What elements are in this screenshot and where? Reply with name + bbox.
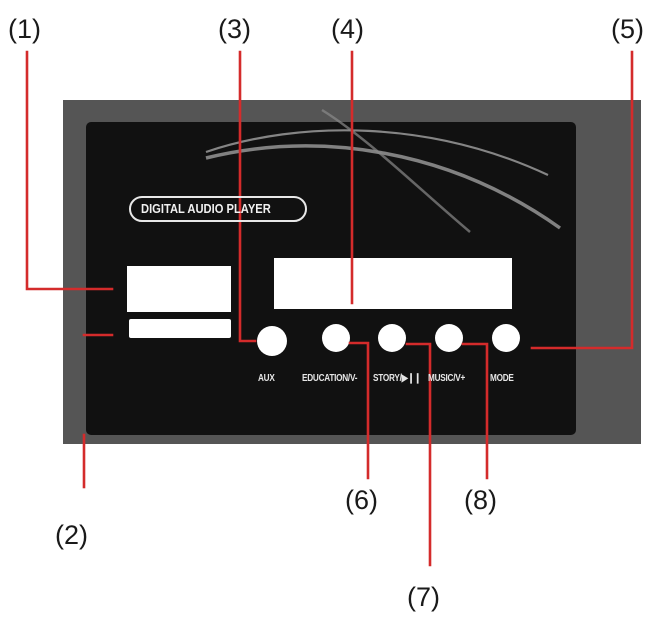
callout-5: (5) (611, 14, 644, 44)
leader-line-6 (348, 341, 370, 480)
leader-line-1 (25, 50, 114, 291)
callout-6: (6) (345, 485, 378, 515)
leader-line-7 (405, 342, 432, 567)
music-button[interactable] (435, 324, 463, 352)
brand-badge (129, 196, 307, 222)
card-slot (127, 266, 231, 312)
aux-button[interactable] (257, 326, 287, 356)
swoosh-decoration-1 (205, 129, 549, 176)
callout-1: (1) (8, 14, 41, 44)
callout-3: (3) (218, 14, 251, 44)
swoosh-decoration-3 (321, 108, 471, 233)
story-button[interactable] (378, 324, 406, 352)
leader-line-3 (238, 50, 257, 343)
mode-button[interactable] (492, 324, 520, 352)
education-button-label: EDUCATION/V- (302, 373, 358, 384)
display-screen (274, 258, 512, 309)
callout-7: (7) (407, 582, 440, 612)
callout-4: (4) (331, 14, 364, 44)
aux-button-label: AUX (258, 373, 275, 384)
mode-button-label: MODE (490, 373, 514, 384)
education-button[interactable] (322, 324, 350, 352)
usb-slot (129, 319, 231, 338)
music-button-label: MUSIC/V+ (428, 373, 466, 384)
brand-label: DIGITAL AUDIO PLAYER (141, 201, 271, 216)
story-button-label: STORY/▶❙❙ (373, 373, 421, 384)
callout-2: (2) (55, 520, 88, 550)
leader-line-5 (530, 50, 634, 350)
callout-8: (8) (464, 485, 497, 515)
swoosh-decoration-2 (205, 144, 562, 230)
leader-line-8 (461, 342, 489, 480)
